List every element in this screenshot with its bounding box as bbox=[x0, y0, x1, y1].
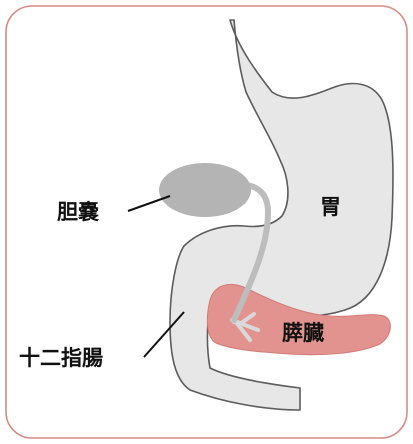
stomach-label: 胃 bbox=[320, 195, 341, 219]
duodenum-label: 十二指腸 bbox=[19, 346, 103, 370]
gallbladder-shape bbox=[159, 163, 251, 217]
gallbladder-label: 胆嚢 bbox=[57, 200, 100, 224]
pancreas-label: 膵臓 bbox=[282, 321, 324, 345]
